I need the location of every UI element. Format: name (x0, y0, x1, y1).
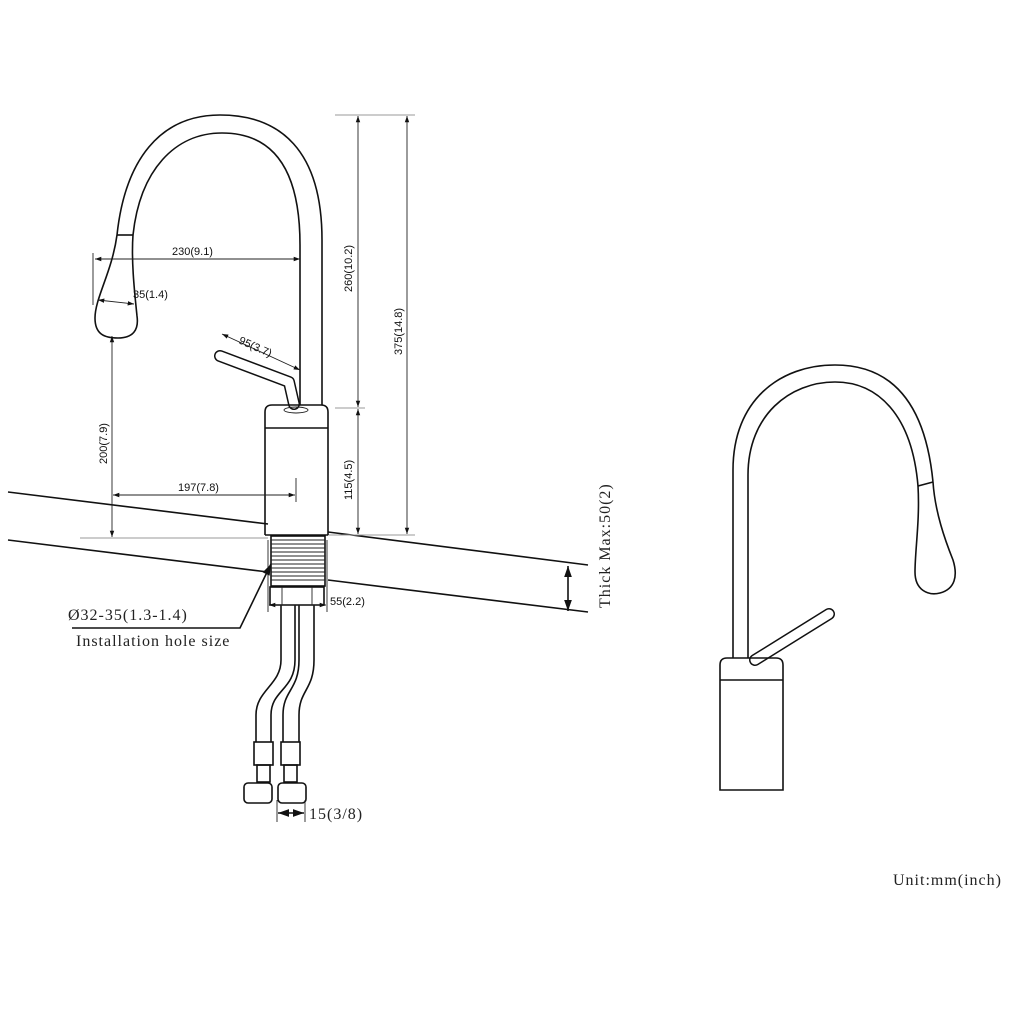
supply-hoses (243, 605, 315, 804)
dim-outlet-reach: 197(7.8) (178, 482, 219, 494)
dim-hose-connector: 15(3/8) (309, 806, 363, 823)
countertop (7, 491, 589, 613)
thread (270, 535, 326, 587)
dim-head-width: 35(1.4) (133, 289, 168, 301)
dimension-lines (72, 114, 572, 822)
faucet-perspective-view (719, 364, 956, 791)
hole-size-value: Ø32-35(1.3-1.4) (68, 607, 188, 624)
hole-size-label: Installation hole size (76, 633, 230, 650)
faucet-side-view (94, 114, 329, 804)
dim-spout-reach: 230(9.1) (172, 246, 213, 258)
dim-handle-length: 95(3.7) (237, 335, 274, 360)
thickness-label: Thick Max:50(2) (597, 483, 614, 608)
dim-total-height: 375(14.8) (393, 308, 405, 355)
unit-label: Unit:mm(inch) (893, 872, 1002, 889)
dim-spout-height: 260(10.2) (343, 245, 355, 292)
dim-base-diameter: 55(2.2) (330, 596, 365, 608)
dim-outlet-height: 200(7.9) (98, 423, 110, 464)
dim-body-height: 115(4.5) (343, 460, 355, 500)
